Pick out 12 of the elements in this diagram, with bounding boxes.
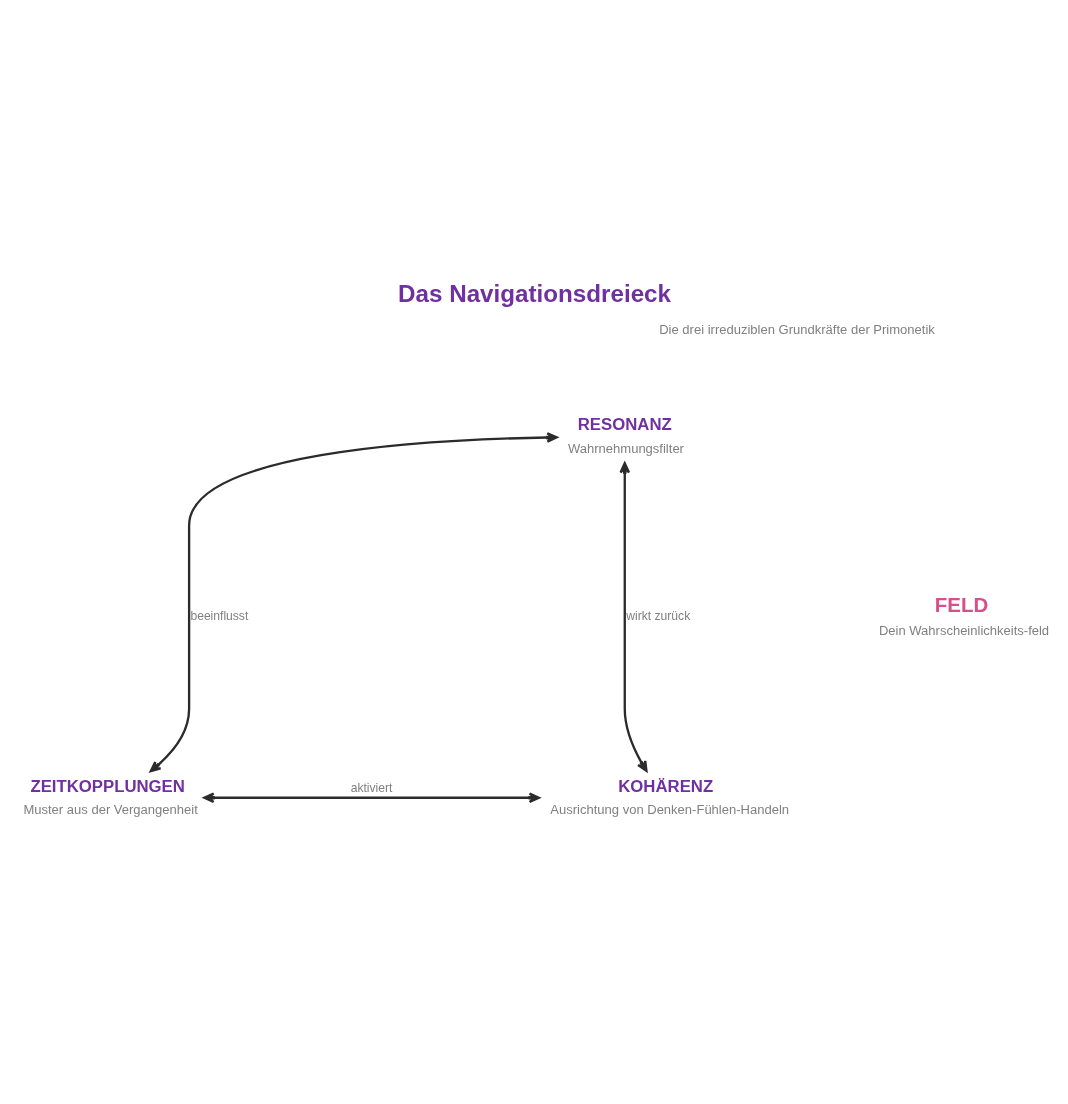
diagram-title: Das Navigationsdreieck (398, 279, 671, 307)
node-text: KOHÄRENZ Ausrichtung von Denken-Fühlen-Handeln (550, 776, 790, 817)
arrow (149, 432, 558, 773)
node-text: FELD Dein Wahrscheinlichkeits-feld (878, 593, 1050, 639)
node-text: ZEITKOPPLUNGEN Muster aus der Vergangenheit (23, 776, 198, 817)
arrow (619, 462, 648, 773)
edge-label: aktiviert (350, 780, 393, 795)
edge-label: beeinflusst (190, 609, 249, 624)
edge-label: wirkt zurück (626, 609, 691, 624)
node-text: RESONANZ Wahrnehmungsfilter (567, 415, 684, 456)
arrow (203, 792, 541, 804)
label: Die drei irreduziblen Grundkräfte der Primonetik (659, 322, 935, 338)
